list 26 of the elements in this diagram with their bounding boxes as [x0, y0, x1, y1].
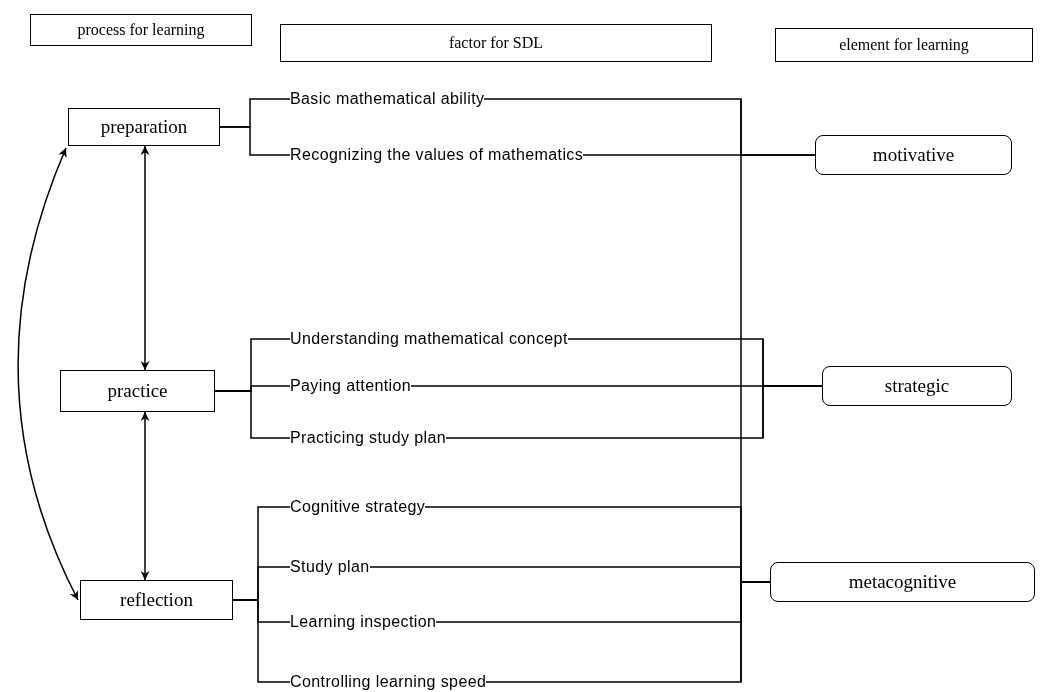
connector-line	[582, 154, 816, 156]
factor-label: Study plan	[290, 554, 370, 580]
connector-line	[214, 390, 291, 439]
factor-label: Recognizing the values of mathematics	[290, 142, 584, 168]
connector-line	[219, 126, 291, 156]
arrow	[17, 147, 79, 601]
connector-line	[232, 599, 291, 683]
factor-label: Learning inspection	[290, 609, 437, 635]
process-box: preparation	[68, 108, 220, 146]
element-box: metacognitive	[770, 562, 1035, 602]
element-box: strategic	[822, 366, 1012, 406]
element-box: motivative	[815, 135, 1012, 175]
column-header-box: process for learning	[30, 14, 252, 46]
arrow	[140, 145, 150, 371]
column-header-box: factor for SDL	[280, 24, 712, 62]
connector-line	[445, 385, 823, 439]
factor-label: Paying attention	[290, 373, 412, 399]
process-box: practice	[60, 370, 215, 412]
factor-label: Understanding mathematical concept	[290, 326, 568, 352]
arrow	[140, 411, 150, 581]
factor-label: Practicing study plan	[290, 425, 447, 451]
factor-label: Cognitive strategy	[290, 494, 426, 520]
factor-label: Controlling learning speed	[290, 672, 487, 692]
column-header-box: element for learning	[775, 28, 1033, 62]
process-box: reflection	[80, 580, 233, 620]
factor-label: Basic mathematical ability	[290, 86, 485, 112]
